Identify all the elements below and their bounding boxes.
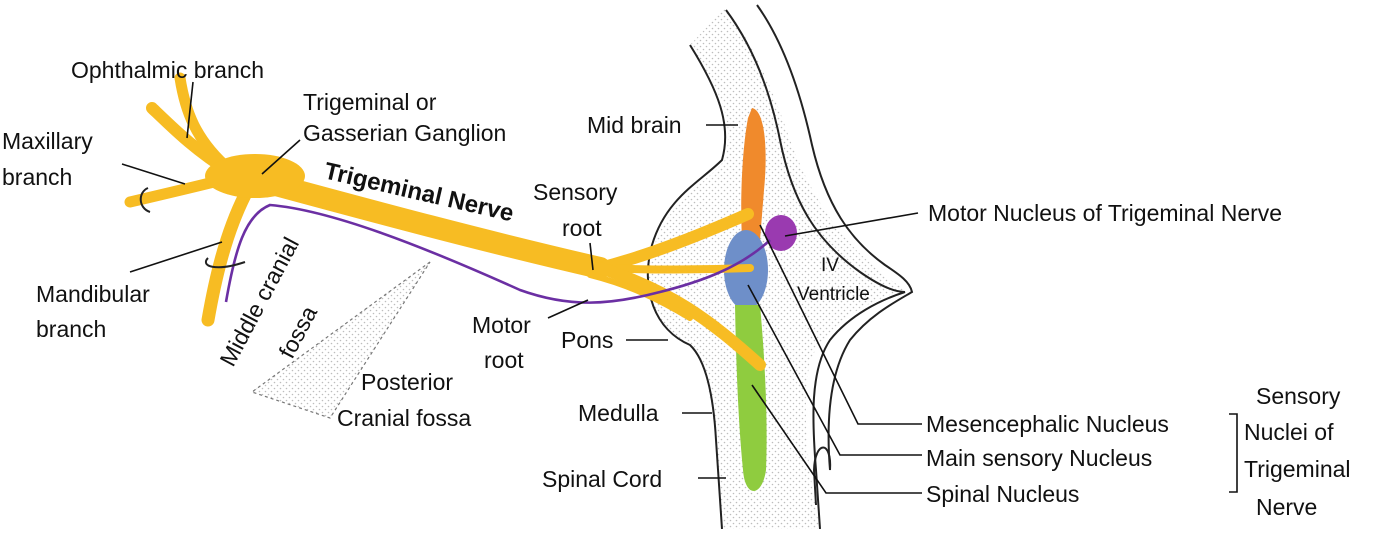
mesencephalic-nucleus-shape — [741, 108, 766, 240]
leader-maxillary — [121, 163, 186, 185]
label-spinal-cord: Spinal Cord — [542, 466, 662, 492]
leader-main-sensory — [747, 284, 922, 456]
label-sensory-nuclei-line4: Nerve — [1256, 494, 1317, 520]
label-ophthalmic-branch: Ophthalmic branch — [71, 57, 264, 83]
label-mandibular-line2: branch — [36, 316, 106, 342]
label-midbrain: Mid brain — [587, 112, 682, 138]
leader-ophthalmic — [186, 81, 194, 139]
leader-sensory-root — [589, 242, 594, 271]
label-maxillary-line2: branch — [2, 164, 72, 190]
motor-nucleus-shape — [765, 215, 797, 251]
label-ganglion-line2: Gasserian Ganglion — [303, 120, 506, 146]
trigeminal-ganglion-shape — [205, 154, 305, 198]
label-sensory-nuclei-line3: Trigeminal — [1244, 456, 1351, 482]
label-mandibular-line1: Mandibular — [36, 281, 150, 307]
label-ganglion-line1: Trigeminal or — [303, 89, 437, 115]
label-iv-ventricle-line1: IV — [821, 255, 839, 276]
leader-motor-root — [547, 299, 589, 319]
leader-mesencephalic — [759, 224, 922, 425]
label-mesencephalic-nucleus: Mesencephalic Nucleus — [926, 411, 1169, 437]
label-posterior-fossa-line2: Cranial fossa — [337, 405, 471, 431]
label-sensory-root-line2: root — [562, 215, 602, 241]
maxillary-cut-marker — [139, 187, 151, 213]
label-motor-nucleus: Motor Nucleus of Trigeminal Nerve — [928, 200, 1282, 226]
label-sensory-nuclei-line2: Nuclei of — [1244, 419, 1334, 445]
leader-ganglion — [261, 139, 301, 175]
mandibular-cut-marker — [205, 257, 246, 269]
sensory-nuclei-bracket — [1229, 413, 1238, 493]
leader-mandibular — [129, 241, 223, 273]
leader-motor-nucleus — [784, 212, 919, 237]
leader-spinal — [751, 384, 922, 494]
label-medulla: Medulla — [578, 400, 659, 426]
label-pons: Pons — [561, 327, 613, 353]
label-posterior-fossa-line1: Posterior — [361, 369, 453, 395]
brainstem-outline-inner-2 — [756, 4, 914, 471]
ventricle-line — [812, 446, 832, 506]
label-motor-root-line2: root — [484, 347, 524, 373]
posterior-fossa-shape — [250, 261, 431, 419]
label-main-sensory-nucleus: Main sensory Nucleus — [926, 445, 1152, 471]
brainstem-outline-inner-1 — [725, 9, 906, 530]
brainstem-outline-left — [646, 44, 727, 530]
label-motor-root-line1: Motor — [472, 312, 531, 338]
label-spinal-nucleus: Spinal Nucleus — [926, 481, 1079, 507]
label-sensory-root-line1: Sensory — [533, 179, 618, 205]
label-maxillary-line1: Maxillary — [2, 128, 93, 154]
label-iv-ventricle-line2: Ventricle — [797, 284, 870, 305]
motor-root-shape — [224, 203, 771, 304]
label-sensory-nuclei-line1: Sensory — [1256, 383, 1341, 409]
